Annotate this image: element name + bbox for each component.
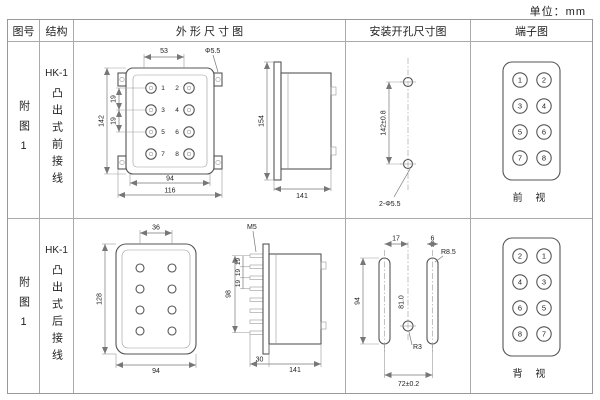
dim-pitch: 19 <box>111 95 118 103</box>
term-num: 5 <box>161 129 165 136</box>
dim-height: 128 <box>97 293 104 305</box>
terminal-cell-row2: 2 1 4 3 6 5 8 7 背 视 <box>471 219 592 393</box>
terminal-num: 2 <box>518 252 522 261</box>
terminal-num: 4 <box>518 278 522 287</box>
terminal-cell-row1: 1 2 3 4 5 6 7 8 前 视 <box>471 42 592 219</box>
terminal-diagram-rear: 2 1 4 3 6 5 8 7 背 视 <box>502 237 561 380</box>
terminal-num: 7 <box>518 154 522 163</box>
install-drawing-front-wiring: 142±0.8 2-Φ5.5 <box>379 58 416 208</box>
structure-desc-row2: 凸出式后接线 <box>50 264 63 366</box>
terminal-num: 1 <box>518 76 522 85</box>
dim-hole-callout: 2-Φ5.5 <box>379 201 401 208</box>
dim-mid: 81.0 <box>399 295 406 309</box>
terminal-num: 8 <box>542 154 546 163</box>
terminal-num: 3 <box>518 102 522 111</box>
front-view-body <box>117 67 223 175</box>
dim-hole: Φ5.5 <box>205 48 220 55</box>
terminal-num: 4 <box>542 102 546 111</box>
dim-depth-small: 30 <box>256 357 264 364</box>
terminal-num: 6 <box>542 128 546 137</box>
terminal-circles <box>512 72 552 166</box>
outline-cell-row1: 1 2 3 4 5 6 7 8 <box>74 42 346 219</box>
structure-desc-row1: 凸出式前接线 <box>50 87 63 189</box>
front-view-dimensions <box>104 54 223 198</box>
spec-table: 图号 结构 外 形 尺 寸 图 安装开孔尺寸图 端子图 附图1 HK-1 凸出式… <box>7 19 593 394</box>
dim-side-depth: 141 <box>296 193 308 200</box>
col-header-structure: 结构 <box>40 20 74 42</box>
side-view-rear-wiring <box>232 230 327 367</box>
view-label: 前 视 <box>513 191 551 204</box>
term-num: 6 <box>175 129 179 136</box>
terminal-num: 2 <box>542 76 546 85</box>
dim-side-height: 154 <box>259 115 266 127</box>
outline-drawing-front-wiring: 1 2 3 4 5 6 7 8 <box>99 48 337 200</box>
dim-side-depth: 141 <box>289 367 301 374</box>
rear-view-body <box>115 243 197 355</box>
terminal-num: 6 <box>518 304 522 313</box>
dim-bottom-inner: 94 <box>166 176 174 183</box>
dim-slot-offset: 17 <box>392 236 400 243</box>
dim-screw: M5 <box>247 224 257 231</box>
terminal-num: 5 <box>518 128 522 137</box>
outline-cell-row2: 36 128 94 <box>74 219 346 393</box>
install-cell-row2: 17 6 R8.5 94 81.0 R3 72±0.2 <box>346 219 471 393</box>
dim-hole-spacing: 142±0.8 <box>381 110 388 135</box>
model-label-row2: HK-1 <box>45 245 68 256</box>
term-num: 7 <box>161 151 165 158</box>
view-label: 背 视 <box>513 367 551 380</box>
dim-bottom-outer: 116 <box>164 188 175 195</box>
dim-bottom-width: 94 <box>152 368 160 375</box>
rear-view-dimensions <box>102 230 197 368</box>
terminal-outline <box>502 237 561 357</box>
col-header-outline: 外 形 尺 寸 图 <box>74 20 346 42</box>
terminal-num: 5 <box>542 304 546 313</box>
dim-slot-height: 94 <box>355 297 362 305</box>
terminal-num: 8 <box>518 330 522 339</box>
dim-pitch: 19 <box>235 258 242 266</box>
terminal-circles <box>512 248 552 342</box>
dim-slot-spacing: 72±0.2 <box>398 381 419 388</box>
fig-label-row2: 附图1 <box>17 275 30 337</box>
terminal-num: 3 <box>542 278 546 287</box>
install-drawing-rear-wiring: 17 6 R8.5 94 81.0 R3 72±0.2 <box>355 236 456 389</box>
mounting-slots <box>378 242 439 352</box>
col-header-terminal: 端子图 <box>471 20 592 42</box>
col-header-install: 安装开孔尺寸图 <box>346 20 471 42</box>
front-view-terminal-screws <box>145 82 195 160</box>
col-header-fig: 图号 <box>8 20 40 42</box>
term-num: 2 <box>175 85 179 92</box>
dim-top-width: 53 <box>160 48 168 55</box>
dim-pitch: 19 <box>111 117 118 125</box>
terminal-outline <box>502 61 561 181</box>
side-view <box>264 61 337 192</box>
term-num: 3 <box>161 107 165 114</box>
terminal-diagram-front: 1 2 3 4 5 6 7 8 前 视 <box>502 61 561 204</box>
outline-drawing-rear-wiring: 36 128 94 <box>97 224 327 375</box>
dim-pitch: 19 <box>235 280 242 288</box>
terminal-num: 1 <box>542 252 546 261</box>
terminal-num: 7 <box>542 330 546 339</box>
structure-cell-row1: HK-1 凸出式前接线 <box>40 42 74 219</box>
dim-height: 142 <box>99 115 106 127</box>
model-label-row1: HK-1 <box>45 68 68 79</box>
dim-radius-hole: R3 <box>413 344 422 351</box>
term-num: 4 <box>175 107 179 114</box>
term-num: 1 <box>161 85 165 92</box>
dim-radius-slot: R8.5 <box>441 249 456 256</box>
dim-top-width: 36 <box>152 225 160 232</box>
dim-pitch: 19 <box>235 269 242 277</box>
fig-cell-row1: 附图1 <box>8 42 40 219</box>
fig-cell-row2: 附图1 <box>8 219 40 393</box>
install-cell-row1: 142±0.8 2-Φ5.5 <box>346 42 471 219</box>
dim-span: 98 <box>226 290 233 298</box>
term-num: 8 <box>175 151 179 158</box>
mounting-holes <box>400 76 416 170</box>
unit-label: 单位：mm <box>529 6 586 18</box>
structure-cell-row2: HK-1 凸出式后接线 <box>40 219 74 393</box>
fig-label-row1: 附图1 <box>17 99 30 161</box>
dim-slot-width: 6 <box>431 236 435 243</box>
